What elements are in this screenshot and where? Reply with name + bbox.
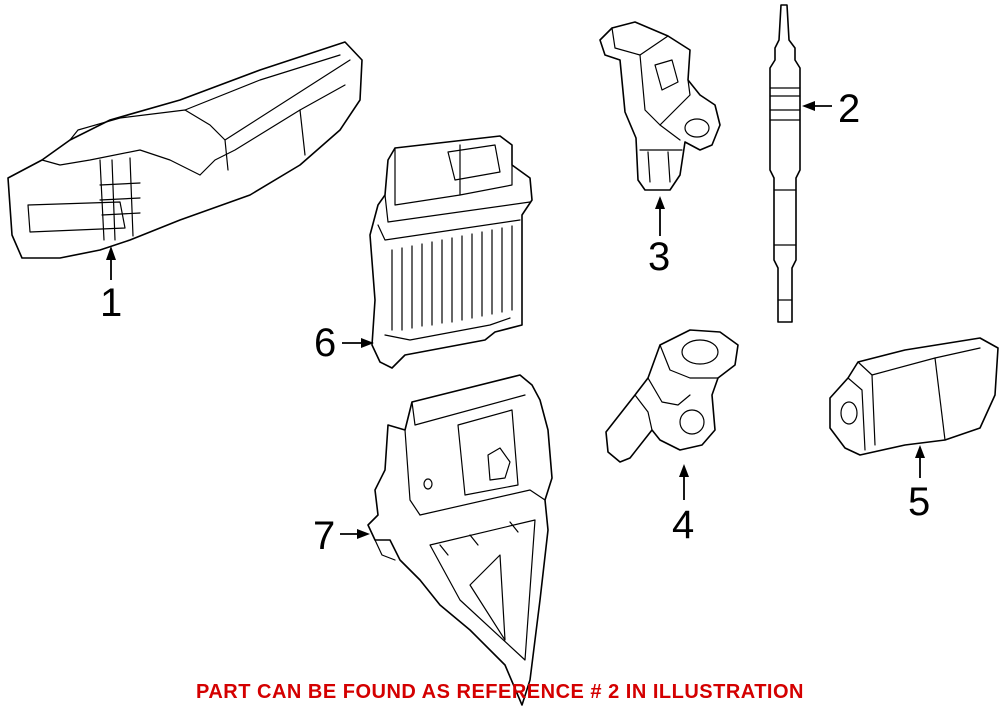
arrowhead-6 [361, 338, 374, 348]
callout-7: 7 [313, 514, 335, 558]
part-3-position-sensor [599, 21, 721, 191]
callout-6: 6 [314, 321, 336, 365]
arrowhead-7 [357, 529, 370, 539]
arrowhead-4 [679, 464, 689, 477]
arrowhead-1 [106, 246, 116, 260]
callout-2: 2 [838, 87, 860, 131]
callout-4: 4 [672, 503, 694, 547]
arrowhead-3 [655, 196, 665, 209]
arrowhead-2 [802, 101, 815, 111]
callout-labels: 1 2 3 4 5 6 7 [100, 87, 930, 558]
leader-arrows [106, 101, 925, 539]
part-6-control-unit [369, 135, 533, 369]
callout-5: 5 [908, 480, 930, 524]
part-7-mount-bracket [367, 374, 553, 706]
arrowhead-5 [915, 445, 925, 458]
reference-note: PART CAN BE FOUND AS REFERENCE # 2 IN IL… [196, 681, 804, 703]
part-5-sensor-cap [829, 337, 999, 456]
callout-1: 1 [100, 281, 122, 325]
callout-3: 3 [648, 235, 670, 279]
part-1-module-housing [7, 41, 363, 259]
part-2-glow-plug [769, 4, 801, 323]
part-4-crank-sensor [605, 329, 739, 463]
